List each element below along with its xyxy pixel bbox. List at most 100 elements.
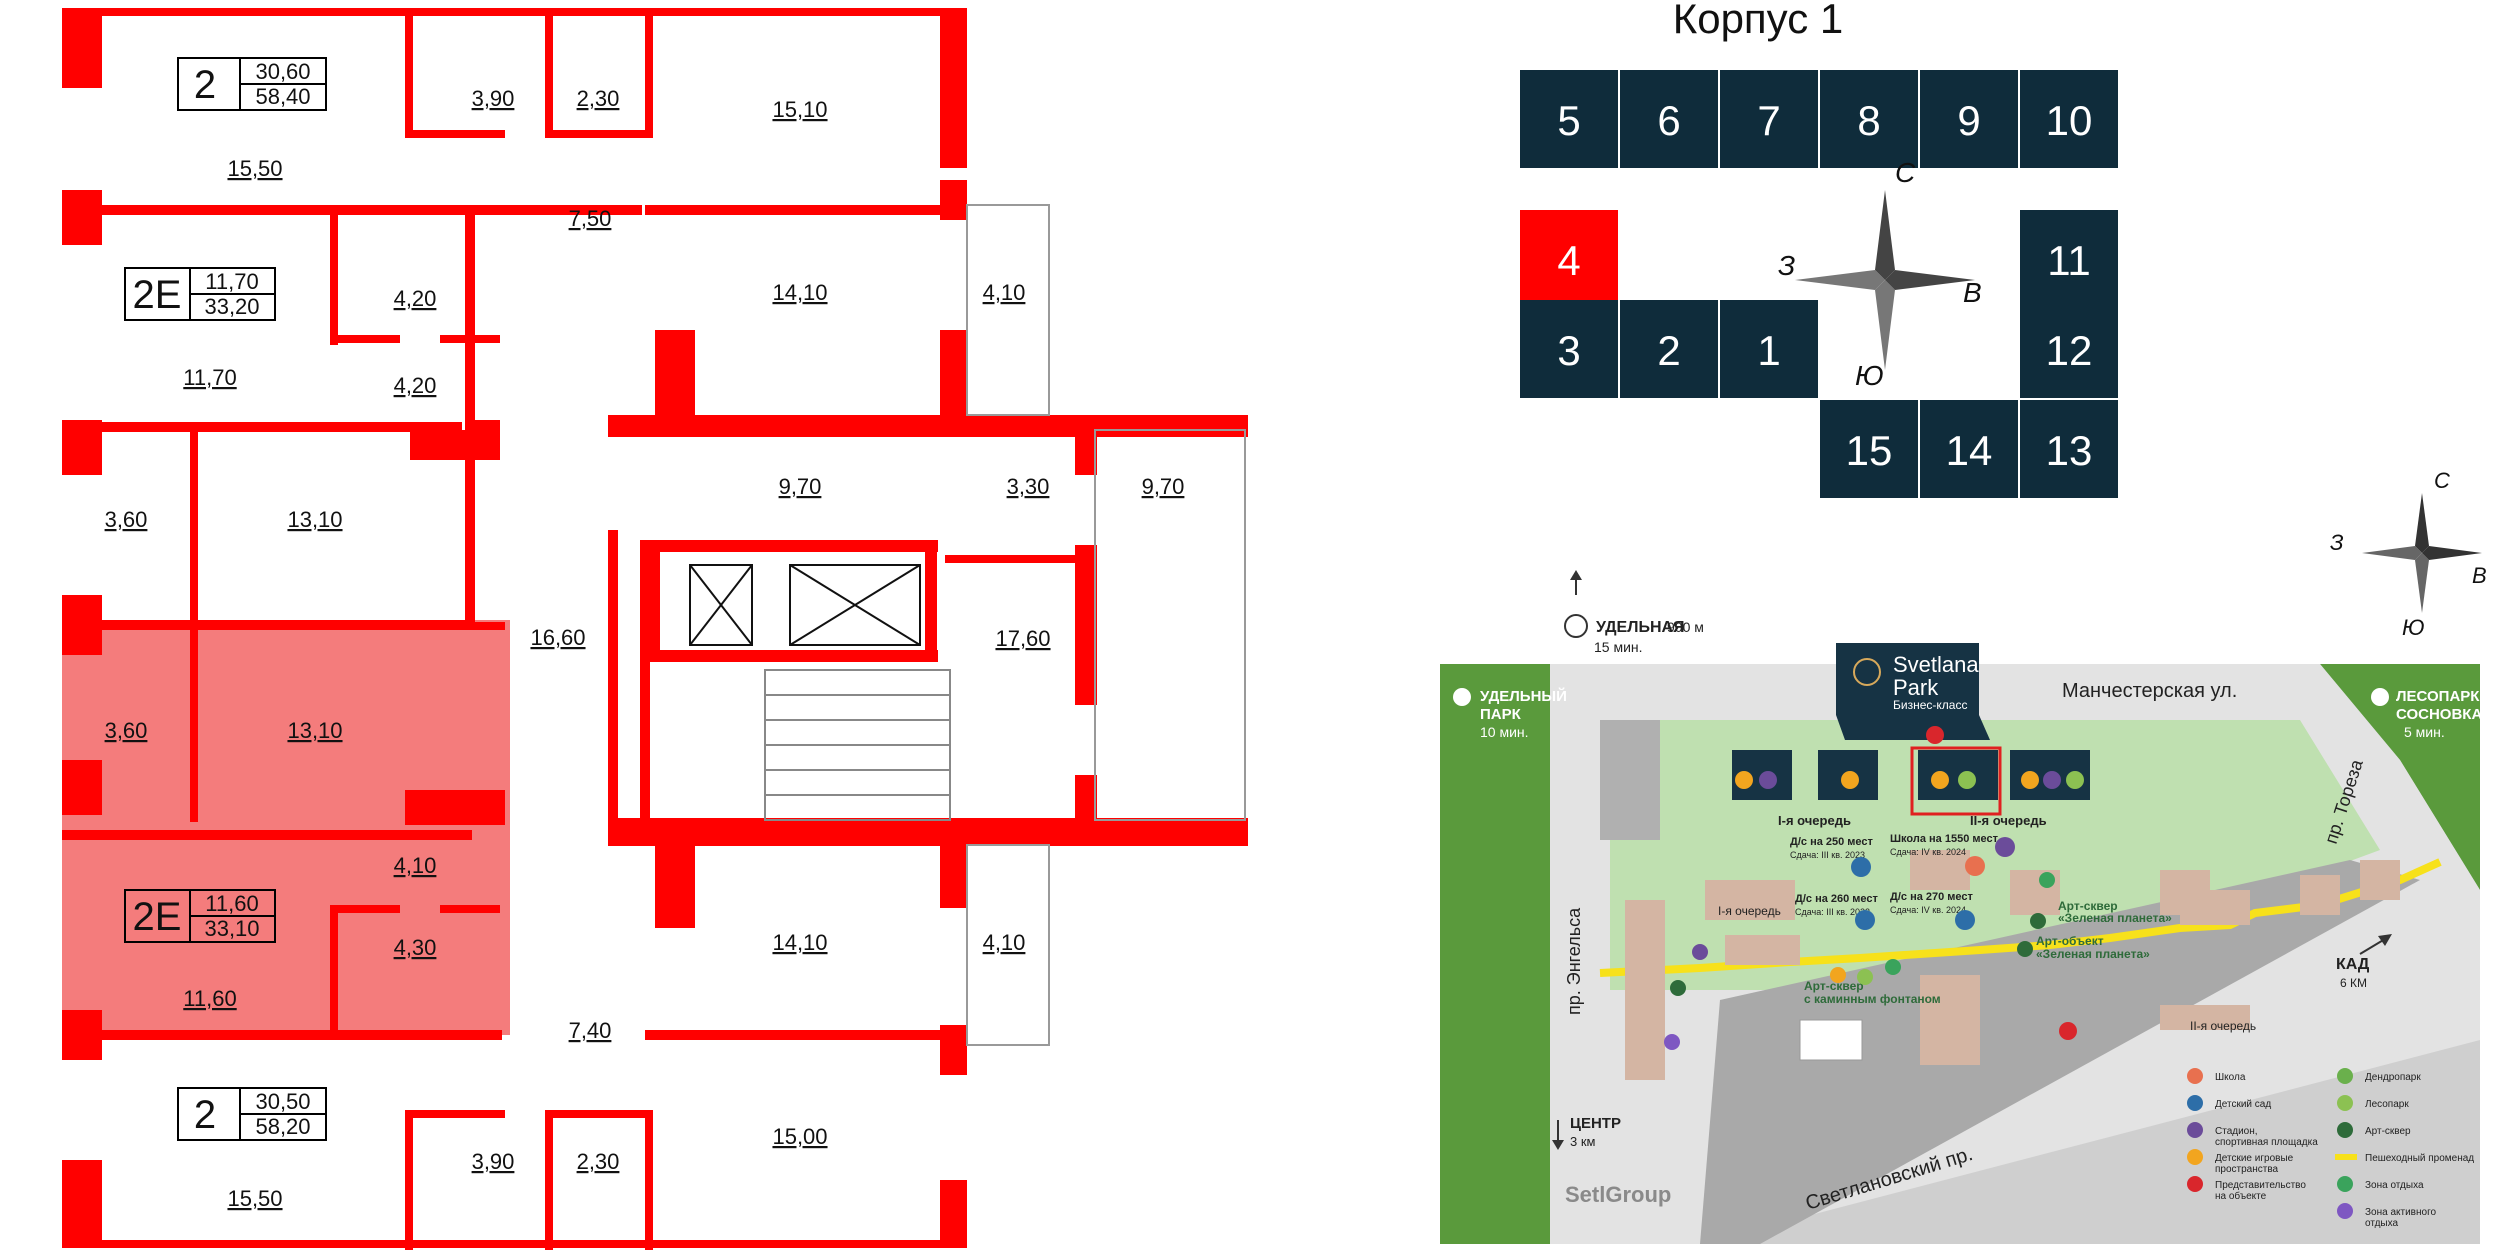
svg-text:ЛЕСОПАРК: ЛЕСОПАРК [2396, 688, 2480, 705]
kad-distance: 6 КМ [2340, 976, 2367, 990]
svg-text:Арт-сквер: Арт-сквер [1804, 979, 1864, 993]
section-block-15[interactable] [1820, 400, 1918, 498]
blocks-dark [1732, 750, 2090, 800]
balconies [966, 204, 1246, 1046]
area-label: 7,50 [569, 206, 612, 231]
legend-label: Зона активного [2365, 1207, 2437, 1218]
site-map: УДЕЛЬНАЯ 900 м 15 мин. [1440, 570, 2482, 1244]
area-label: 15,10 [772, 97, 827, 122]
badge-type: 2E [133, 895, 182, 939]
area-labels: 15,50 3,90 2,30 15,10 7,50 11,70 4,20 4,… [105, 86, 1185, 1211]
area-label: 9,70 [1142, 474, 1185, 499]
area-label: 4,20 [394, 286, 437, 311]
svg-text:с каминным фонтаном: с каминным фонтаном [1804, 992, 1941, 1006]
forest-icon [1857, 969, 1873, 985]
rest-zone-icon [2039, 872, 2055, 888]
badge-total: 58,20 [255, 1114, 310, 1139]
legend-swatch [2187, 1149, 2203, 1165]
compass-east: В [1963, 277, 1982, 308]
playground-icon [2021, 771, 2039, 789]
floor-plan: 2 30,60 58,40 2E 11,70 33,20 2E 11,60 33… [62, 8, 1248, 1250]
apartment-badge-2: 2E 11,70 33,20 [124, 267, 276, 321]
park-icon [2371, 688, 2389, 706]
svg-text:«Зеленая планета»: «Зеленая планета» [2058, 911, 2172, 925]
selected-block [1910, 746, 2002, 816]
section-block-5[interactable] [1520, 70, 1618, 168]
area-label: 15,50 [227, 156, 282, 181]
brand-badge: Svetlana Park Бизнес-класс [1836, 643, 1990, 740]
section-block-10[interactable] [2020, 70, 2118, 168]
active-zone-icon [1664, 1034, 1680, 1050]
legend-swatch [2187, 1176, 2203, 1192]
stadium-icon [1759, 771, 1777, 789]
stadium-icon [1692, 944, 1708, 960]
section-block-11[interactable] [2020, 210, 2118, 308]
kindergarten-icon [1955, 910, 1975, 930]
legend-label: Представительство [2215, 1180, 2306, 1191]
legend-label: Детский сад [2215, 1099, 2271, 1110]
section-block-12[interactable] [2020, 300, 2118, 398]
center-label: ЦЕНТР [1570, 1115, 1621, 1132]
area-label: 4,10 [394, 853, 437, 878]
area-label: 4,20 [394, 373, 437, 398]
forest-icon [2066, 771, 2084, 789]
section-block-3[interactable] [1520, 300, 1618, 398]
compass-north: С [1895, 157, 1916, 188]
legend-swatch [2337, 1095, 2353, 1111]
section-block-7[interactable] [1720, 70, 1818, 168]
queue-1: I-я очередь [1778, 813, 1851, 828]
area-label: 4,10 [983, 930, 1026, 955]
legend-swatch [2187, 1122, 2203, 1138]
section-label: 12 [2046, 327, 2093, 374]
section-block-1[interactable] [1720, 300, 1818, 398]
badge-living: 30,60 [255, 59, 310, 84]
queue-1-label: I-я очередь [1718, 904, 1781, 918]
svg-text:СОСНОВКА: СОСНОВКА [2396, 706, 2482, 723]
area-label: 15,00 [772, 1124, 827, 1149]
legend-label: Арт-сквер [2365, 1126, 2411, 1137]
legend-label: Пешеходный променад [2365, 1153, 2474, 1164]
badge-living: 30,50 [255, 1089, 310, 1114]
section-block-6[interactable] [1620, 70, 1718, 168]
rest-zone-icon [1885, 959, 1901, 975]
legend-label: спортивная площадка [2215, 1137, 2318, 1148]
section-label: 1 [1757, 327, 1780, 374]
school-icon [1965, 856, 1985, 876]
section-block-2[interactable] [1620, 300, 1718, 398]
compass-north: С [2434, 468, 2450, 493]
svg-text:Арт-сквер: Арт-сквер [2058, 899, 2118, 913]
legend-swatch [2337, 1122, 2353, 1138]
section-block-9[interactable] [1920, 70, 2018, 168]
section-block-4[interactable] [1520, 210, 1618, 308]
area-label: 11,60 [183, 986, 236, 1011]
art-square-icon [1670, 980, 1686, 996]
street-top: Манчестерская ул. [2062, 680, 2237, 702]
badge-total: 58,40 [255, 84, 310, 109]
park-left [1440, 664, 1550, 1244]
kad-label: КАД [2336, 956, 2370, 973]
queue-2-label: II-я очередь [2190, 1019, 2256, 1033]
area-label: 14,10 [772, 930, 827, 955]
svg-text:Арт-объект: Арт-объект [2036, 934, 2104, 948]
stadium-icon [2043, 771, 2061, 789]
section-block-14[interactable] [1920, 400, 2018, 498]
svg-text:Д/с на 260 мест: Д/с на 260 мест [1795, 893, 1879, 905]
svg-text:Сдача: III кв. 2022: Сдача: III кв. 2022 [1795, 907, 1870, 917]
area-label: 11,70 [183, 365, 236, 390]
area-label: 13,10 [287, 507, 342, 532]
section-block-13[interactable] [2020, 400, 2118, 498]
section-block-8[interactable] [1820, 70, 1918, 168]
apartment-badge-1: 2 30,60 58,40 [177, 57, 327, 111]
section-label: 8 [1857, 97, 1880, 144]
park-left-time: 10 мин. [1480, 724, 1529, 740]
area-label: 7,40 [569, 1018, 612, 1043]
section-label: 5 [1557, 97, 1580, 144]
area-label: 9,70 [779, 474, 822, 499]
playground-icon [1830, 967, 1846, 983]
center-distance: 3 км [1570, 1134, 1596, 1149]
svg-text:Сдача: III кв. 2023: Сдача: III кв. 2023 [1790, 850, 1865, 860]
legend-label: Лесопарк [2365, 1099, 2409, 1110]
park-icon [1453, 688, 1471, 706]
